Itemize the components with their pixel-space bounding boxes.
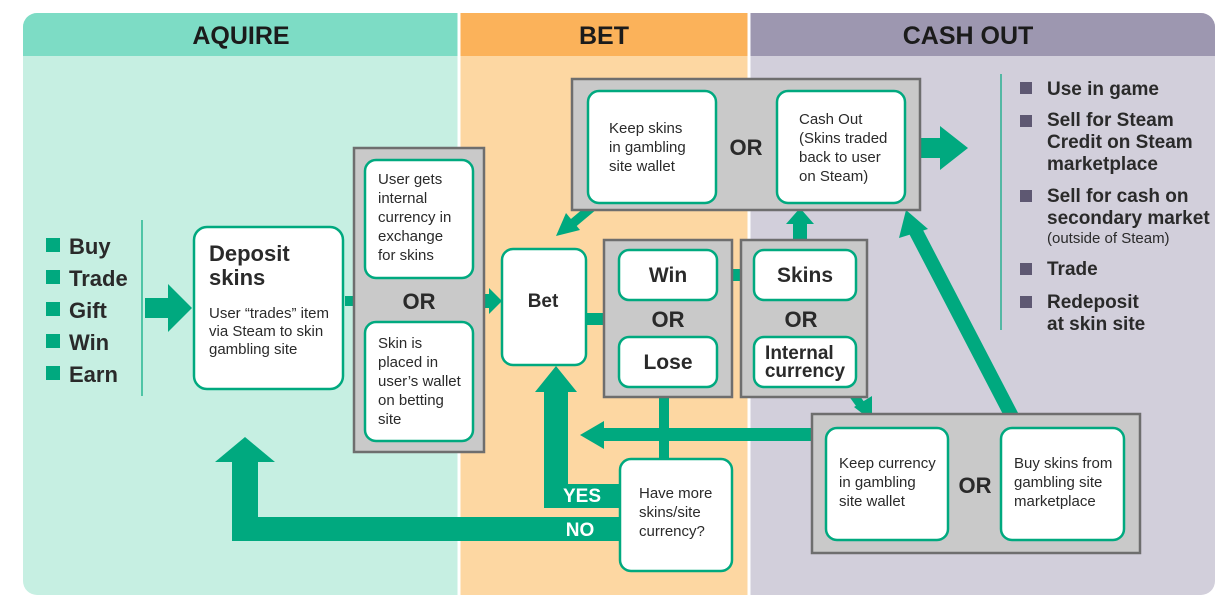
or-label: OR	[403, 289, 436, 314]
cashout-option-note: (outside of Steam)	[1047, 230, 1170, 247]
cashout-header: CASH OUT	[903, 22, 1034, 50]
keep-currency-box	[824, 426, 950, 542]
arrow-keepskins-to-bet	[556, 213, 580, 236]
or-label: OR	[785, 307, 818, 332]
cashout-option: Trade	[1047, 259, 1098, 280]
internal-currency-label: Internal currency	[765, 343, 846, 382]
deposit-title: Deposit skins	[209, 241, 296, 290]
keep-skins-text: Keep skins in gambling site wallet	[609, 120, 690, 175]
lose-box	[617, 335, 719, 389]
source-item: Buy	[69, 234, 111, 259]
arrow-sources-to-deposit	[145, 284, 192, 332]
arrow-yes-to-bet	[535, 366, 620, 508]
source-item: Earn	[69, 362, 118, 387]
decision-box	[618, 457, 734, 573]
lose-label: Lose	[643, 351, 692, 374]
win-label: Win	[649, 264, 687, 287]
cashout-option: Sell for Steam Credit on Steam marketpla…	[1047, 110, 1198, 175]
source-list: Buy Trade Gift Win Earn	[46, 234, 128, 387]
source-item: Trade	[69, 266, 128, 291]
or-label: OR	[959, 473, 992, 498]
buy-skins-text: Buy skins from gambling site marketplace	[1014, 455, 1117, 510]
wallet-skin-option-box	[363, 320, 475, 443]
deposit-description: User “trades” item via Steam to skin gam…	[209, 305, 333, 358]
arrow-options-to-bet	[485, 288, 502, 314]
cashout-option: Use in game	[1047, 79, 1159, 100]
arrow-lose-to-question	[651, 392, 677, 481]
bet-box	[500, 247, 588, 367]
buy-skins-box	[999, 426, 1126, 542]
yes-label: YES	[563, 486, 601, 507]
cash-out-text: Cash Out (Skins traded back to user on S…	[799, 111, 892, 185]
no-label: NO	[566, 520, 595, 541]
cashout-options-list: Use in game Sell for Steam Credit on Ste…	[1020, 79, 1210, 335]
skins-box	[752, 248, 858, 302]
arrow-keepcurrency-to-bet	[580, 421, 828, 449]
source-item: Gift	[69, 298, 108, 323]
internal-currency-box	[752, 335, 858, 389]
cashout-option: Redeposit at skin site	[1047, 292, 1145, 335]
internal-currency-option-text: User gets internal currency in exchange …	[378, 171, 456, 264]
cash-out-box	[775, 89, 907, 205]
cashout-option: Sell for cash on secondary market	[1047, 186, 1210, 229]
cashout-header-bg	[749, 13, 1215, 56]
bet-header: BET	[579, 22, 629, 50]
keep-currency-text: Keep currency in gambling site wallet	[839, 455, 940, 510]
or-label: OR	[652, 307, 685, 332]
bet-label: Bet	[528, 291, 559, 312]
deposit-box	[192, 225, 345, 391]
internal-currency-option-box	[363, 158, 475, 280]
bet-header-bg	[459, 13, 749, 56]
arrow-to-cashout-options	[906, 126, 968, 170]
source-item: Win	[69, 330, 109, 355]
or-label: OR	[730, 135, 763, 160]
keep-skins-box	[586, 89, 718, 205]
arrow-buy-to-cashout	[899, 210, 928, 238]
acquire-header: AQUIRE	[192, 22, 289, 50]
decision-question: Have more skins/site currency?	[639, 485, 717, 540]
skins-label: Skins	[777, 264, 833, 287]
arrow-no-to-deposit	[215, 437, 620, 541]
wallet-skin-option-text: Skin is placed in user’s wallet on betti…	[378, 335, 465, 428]
acquire-header-bg	[23, 13, 459, 56]
win-box	[617, 248, 719, 302]
arrow-skins-to-cashout	[786, 208, 814, 248]
